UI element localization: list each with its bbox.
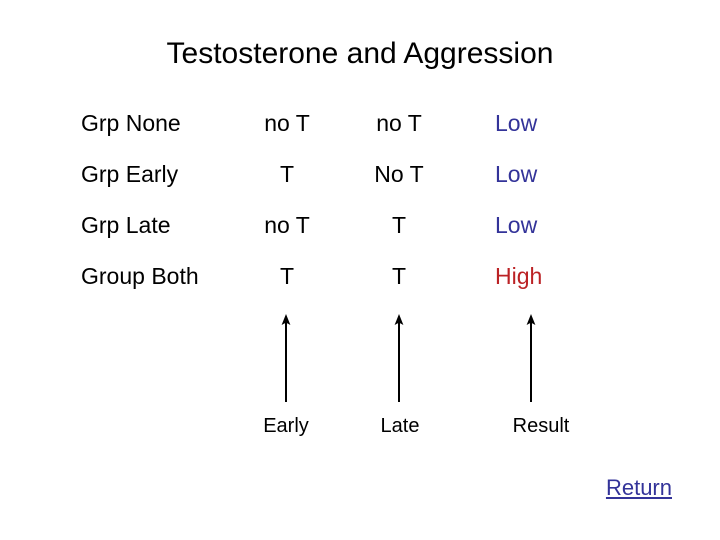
return-link[interactable]: Return [605, 475, 672, 500]
early-value: T [279, 263, 295, 289]
group-label: Group Both [81, 263, 199, 289]
late-value: no T [376, 110, 422, 136]
late-value: No T [374, 161, 424, 187]
arrow-up-icon [391, 314, 407, 402]
result-value: High [495, 263, 543, 289]
table-row: Grp None no T no T Low [81, 108, 641, 159]
early-value: T [279, 161, 295, 187]
axis-label-result: Result [512, 415, 570, 437]
arrow-up-icon [278, 314, 294, 402]
group-label: Grp Early [81, 161, 179, 187]
result-value: Low [495, 110, 538, 136]
table-row: Group Both T T High [81, 261, 641, 312]
early-value: no T [264, 110, 310, 136]
page-title: Testosterone and Aggression [166, 37, 554, 70]
axis-label-early: Early [263, 415, 309, 437]
late-value: T [391, 212, 407, 238]
result-value: Low [495, 161, 538, 187]
arrow-up-icon [523, 314, 539, 402]
design-table: Grp None no T no T Low Grp Early T No T … [81, 108, 641, 312]
early-value: no T [264, 212, 310, 238]
group-label: Grp Late [81, 212, 171, 238]
table-row: Grp Late no T T Low [81, 210, 641, 261]
result-value: Low [495, 212, 538, 238]
group-label: Grp None [81, 110, 181, 136]
axis-label-late: Late [380, 415, 420, 437]
table-row: Grp Early T No T Low [81, 159, 641, 210]
late-value: T [391, 263, 407, 289]
